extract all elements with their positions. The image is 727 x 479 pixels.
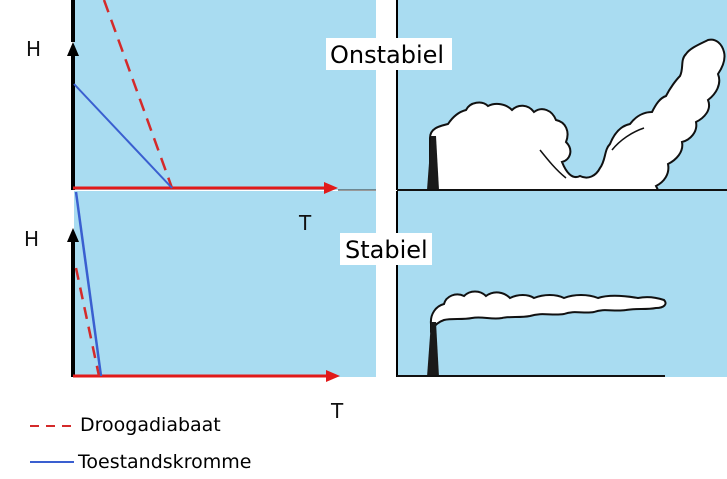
top-x-axis-label: T bbox=[298, 211, 312, 235]
smoke-plume-icon bbox=[429, 290, 667, 333]
chimney-icon bbox=[427, 322, 439, 377]
unstable-plume-inner-shadow bbox=[539, 127, 645, 179]
top-state-curve-line bbox=[73, 83, 173, 189]
top-left-panel-bg bbox=[74, 0, 376, 190]
top-dry-adiabat-line bbox=[102, 0, 174, 189]
arrow-up-icon bbox=[67, 228, 79, 242]
bottom-x-axis-label: T bbox=[330, 399, 344, 423]
bottom-right-panel-bg bbox=[397, 191, 727, 377]
bottom-left-panel-bg bbox=[74, 191, 376, 377]
bottom-state-curve-line bbox=[74, 191, 103, 377]
arrow-right-icon bbox=[324, 182, 338, 194]
arrow-up-icon bbox=[67, 42, 79, 56]
legend-dry-adiabat-label: Droogadiabaat bbox=[80, 414, 221, 436]
bottom-y-axis-label: H bbox=[24, 227, 39, 251]
bottom-scene-title-bg bbox=[340, 233, 432, 265]
arrow-right-icon bbox=[326, 370, 340, 382]
smoke-plume-icon bbox=[429, 38, 726, 191]
top-y-axis-label: H bbox=[26, 37, 41, 61]
bottom-scene-title: Stabiel bbox=[345, 236, 428, 264]
top-scene-title: Onstabiel bbox=[330, 41, 444, 69]
top-scene-title-bg bbox=[326, 38, 452, 70]
legend-state-curve-label: Toestandskromme bbox=[77, 451, 251, 473]
chimney-icon bbox=[427, 136, 439, 190]
